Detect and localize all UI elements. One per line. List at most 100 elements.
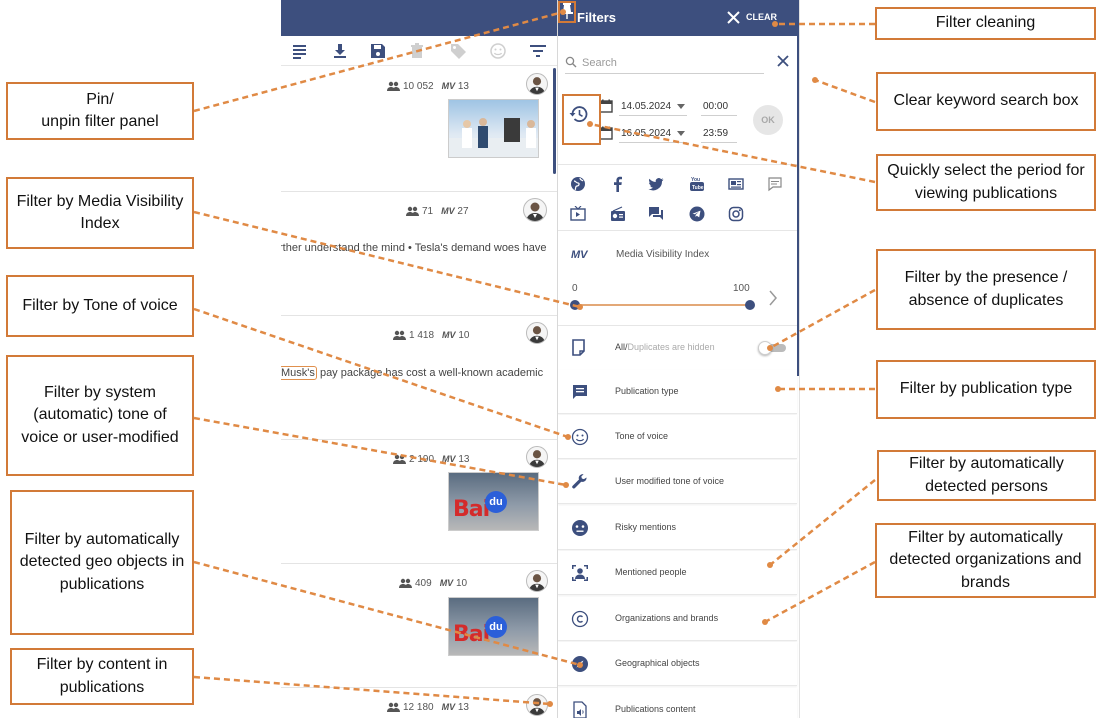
comment-icon[interactable] (767, 176, 783, 192)
tag-icon[interactable] (449, 42, 467, 60)
facebook-icon[interactable] (610, 176, 626, 192)
panel-edge (799, 0, 800, 718)
filter-user-modified-tone[interactable]: User modified tone of voice (558, 460, 797, 504)
audience-icon (399, 579, 412, 589)
calendar-icon[interactable] (599, 99, 613, 113)
filter-publication-type[interactable]: Publication type (558, 370, 797, 414)
smiley-icon (571, 428, 589, 446)
list-view-icon[interactable] (291, 42, 309, 60)
mv-label: MV (442, 454, 456, 464)
mv-slider-min-handle[interactable] (570, 300, 580, 310)
filter-tone-of-voice[interactable]: Tone of voice (558, 415, 797, 459)
callout-system-tone-filter: Filter by system (automatic) tone of voi… (6, 355, 194, 476)
author-avatar (526, 446, 548, 468)
sort-filter-icon[interactable] (529, 42, 547, 60)
filter-label: User modified tone of voice (615, 476, 725, 486)
time-to-field[interactable]: 23:59 (701, 125, 737, 143)
mv-slider-max-handle[interactable] (745, 300, 755, 310)
chevron-right-icon[interactable] (767, 289, 779, 307)
keyword-highlight: Musk's (281, 366, 317, 380)
date-to-field[interactable]: 16.05.2024 (619, 125, 687, 143)
callout-mv-filter: Filter by Media Visibility Index (6, 177, 194, 249)
date-from-value: 14.05.2024 (621, 101, 672, 112)
mv-value: 10 (458, 330, 470, 341)
filter-label: Organizations and brands (615, 613, 719, 623)
filter-geographical-objects[interactable]: Geographical objects (558, 642, 797, 686)
mv-filter-title: Media Visibility Index (616, 249, 710, 260)
ok-button[interactable]: OK (753, 105, 783, 135)
mv-value: 13 (458, 454, 470, 465)
filter-label: Risky mentions (615, 522, 677, 532)
time-from-field[interactable]: 00:00 (701, 98, 737, 116)
feed-scrollbar[interactable] (553, 68, 556, 174)
tone-icon[interactable] (489, 42, 507, 60)
author-avatar (523, 198, 547, 222)
callout-clear-search: Clear keyword search box (876, 72, 1096, 131)
pin-icon[interactable] (559, 2, 575, 20)
date-to-value: 16.05.2024 (621, 128, 672, 139)
twitter-icon[interactable] (648, 176, 664, 192)
search-input[interactable] (582, 54, 762, 72)
filter-risky-mentions[interactable]: Risky mentions (558, 506, 797, 550)
tv-icon[interactable] (570, 206, 586, 222)
telegram-icon[interactable] (689, 206, 705, 222)
callout-publication-type: Filter by publication type (876, 360, 1096, 419)
filter-organizations-brands[interactable]: Organizations and brands (558, 597, 797, 641)
chat-icon[interactable] (648, 206, 664, 222)
audience-count: 1 418 (409, 330, 435, 341)
mv-value: 13 (457, 702, 469, 713)
divider (558, 164, 797, 165)
duplicates-toggle[interactable] (758, 341, 786, 355)
publication-thumbnail[interactable] (448, 99, 539, 158)
mv-max-value: 100 (733, 283, 750, 294)
filter-panel: Filters CLEAR 14.05.2024 00:00 16.05.202… (557, 0, 799, 718)
compass-icon (571, 655, 589, 673)
download-icon[interactable] (331, 42, 349, 60)
delete-icon[interactable] (408, 42, 426, 60)
newspaper-icon[interactable] (728, 176, 744, 192)
publication-thumbnail[interactable]: Bai du (448, 472, 539, 531)
date-from-field[interactable]: 14.05.2024 (619, 98, 687, 116)
mv-value: 10 (455, 578, 468, 589)
feed-toolbar (281, 36, 557, 66)
filter-mentioned-people[interactable]: Mentioned people (558, 551, 797, 595)
callout-duplicates: Filter by the presence / absence of dupl… (876, 249, 1096, 330)
calendar-icon[interactable] (599, 126, 613, 140)
publication-thumbnail[interactable]: Bai du (448, 597, 539, 656)
publication-card[interactable]: 1 418 MV 10 Musk's pay package has cost a… (281, 316, 557, 440)
thumbnail-brand-text: Bai (453, 622, 490, 647)
audience-icon (387, 82, 400, 92)
filter-publications-content[interactable]: Publications content (558, 688, 797, 718)
save-icon[interactable] (369, 42, 387, 60)
copyright-icon (571, 610, 589, 628)
filter-panel-title: Filters (577, 10, 617, 25)
thumbnail-brand-du: du (485, 616, 507, 638)
risk-face-icon (571, 519, 589, 537)
globe-icon[interactable] (570, 176, 586, 192)
instagram-icon[interactable] (728, 206, 744, 222)
mv-label: MV (442, 330, 456, 340)
callout-organizations: Filter by automatically detected organiz… (875, 523, 1096, 598)
history-icon[interactable] (568, 103, 590, 125)
audience-icon (387, 703, 400, 713)
search-clear-icon[interactable] (776, 54, 790, 68)
mv-slider-track[interactable] (575, 304, 750, 306)
filter-label: Mentioned people (615, 567, 687, 577)
divider (558, 325, 797, 326)
radio-icon[interactable] (610, 206, 626, 222)
callout-tone-filter: Filter by Tone of voice (6, 275, 194, 337)
duplicates-label: All/Duplicates are hidden (615, 342, 715, 352)
author-avatar (526, 694, 548, 716)
panel-scrollbar[interactable] (797, 36, 799, 376)
snippet-text: pay package has cost a well-known academ… (316, 367, 544, 379)
svg-text:You: You (691, 177, 700, 183)
